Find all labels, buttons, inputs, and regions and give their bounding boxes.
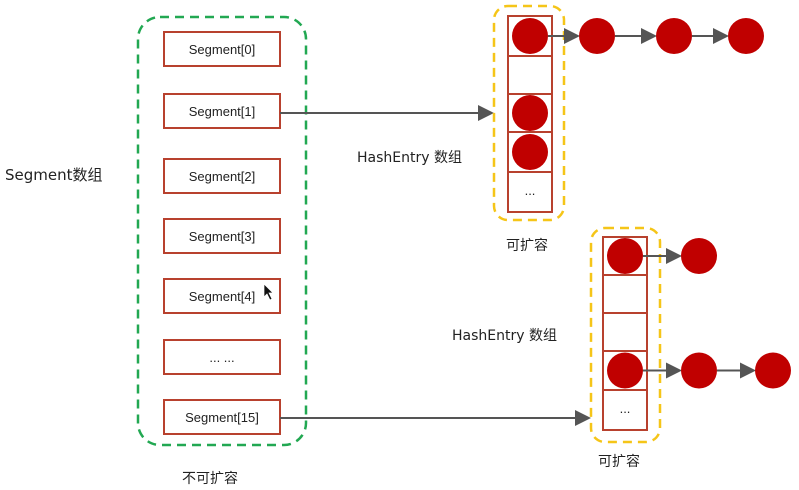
top-hashentry-box	[492, 4, 566, 222]
segment-label: Segment[1]	[189, 104, 256, 119]
expandable-bottom-label: 可扩容	[598, 453, 640, 470]
entry-node	[607, 352, 643, 389]
segment-box: Segment[0]	[163, 31, 281, 67]
segment-label: Segment[0]	[189, 42, 256, 57]
non-expandable-label: 不可扩容	[182, 470, 238, 487]
mouse-cursor-icon	[263, 283, 274, 301]
hashentry-cell	[602, 236, 648, 276]
hashentry-top-label: HashEntry 数组	[357, 150, 462, 166]
segment-array-box	[136, 15, 308, 447]
chain-node	[728, 18, 764, 54]
segment-box: ... ...	[163, 339, 281, 375]
segment-box: Segment[15]	[163, 399, 281, 435]
hashentry-cell: ...	[507, 171, 553, 213]
segment-label: Segment[15]	[185, 410, 259, 425]
segment-array-label: Segment数组	[5, 166, 103, 184]
hashentry-cell: ...	[602, 389, 648, 431]
segment-label: Segment[4]	[189, 289, 256, 304]
hashentry-cell	[507, 131, 553, 173]
cell-ellipsis: ...	[620, 401, 631, 416]
hashentry-cell	[602, 350, 648, 391]
hashentry-cell	[602, 312, 648, 352]
segment-box: Segment[1]	[163, 93, 281, 129]
hashentry-cell	[507, 15, 553, 57]
chain-node	[681, 352, 717, 389]
bottom-hashentry-box	[589, 226, 662, 444]
hashentry-cell	[507, 93, 553, 133]
segment-label: Segment[2]	[189, 169, 256, 184]
cell-ellipsis: ...	[525, 183, 536, 198]
entry-node	[512, 18, 548, 54]
chain-node	[681, 238, 717, 274]
chain-node	[579, 18, 615, 54]
segment-box: Segment[4]	[163, 278, 281, 314]
hashentry-bottom-label: HashEntry 数组	[452, 328, 557, 344]
chain-node	[656, 18, 692, 54]
segment-box: Segment[2]	[163, 158, 281, 194]
segment-label: Segment[3]	[189, 229, 256, 244]
segment-box: Segment[3]	[163, 218, 281, 254]
chain-node	[755, 352, 791, 389]
segment-label: ... ...	[209, 350, 234, 365]
entry-node	[607, 238, 643, 274]
entry-node	[512, 134, 548, 170]
hashentry-cell	[602, 274, 648, 314]
entry-node	[512, 95, 548, 131]
expandable-top-label: 可扩容	[506, 237, 548, 254]
hashentry-cell	[507, 55, 553, 95]
